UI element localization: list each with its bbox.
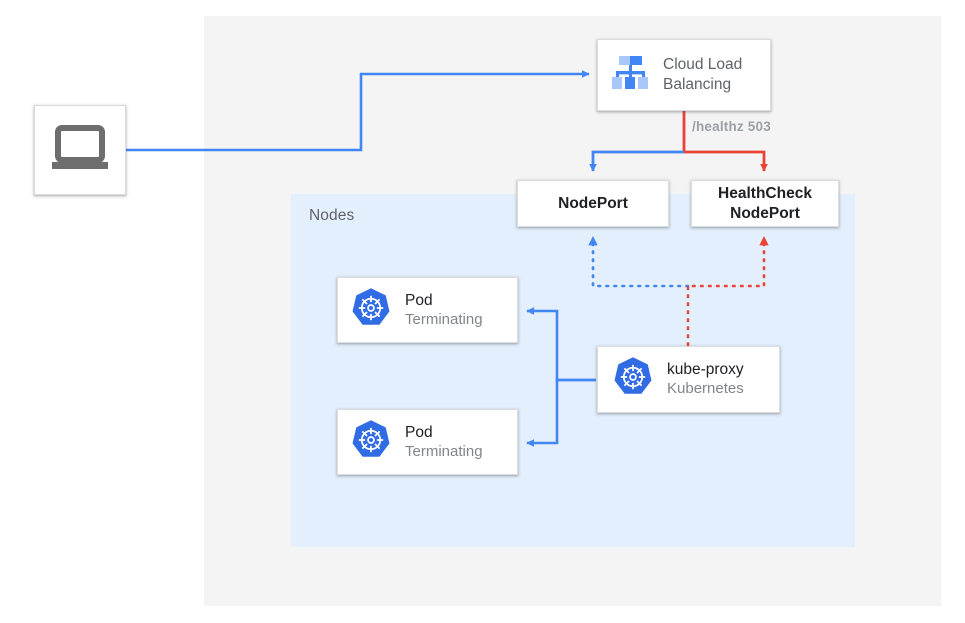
client-card[interactable]	[34, 105, 126, 195]
pod-card-2[interactable]: Pod Terminating	[337, 409, 518, 475]
pod-title-2: Pod	[405, 423, 433, 441]
kubernetes-icon	[350, 287, 392, 334]
pod-status-2: Terminating	[405, 442, 483, 460]
kube-proxy-label-group: kube-proxy Kubernetes	[667, 360, 744, 399]
kubernetes-icon	[612, 356, 654, 403]
kube-proxy-card[interactable]: kube-proxy Kubernetes	[597, 346, 780, 413]
nodeport-label: NodePort	[558, 194, 628, 212]
kube-proxy-title: kube-proxy	[667, 361, 744, 379]
kubernetes-icon	[350, 419, 392, 466]
pod-status-1: Terminating	[405, 310, 483, 328]
cloud-load-balancing-label: Cloud Load Balancing	[663, 55, 743, 93]
cloud-load-balancing-icon	[609, 54, 651, 97]
nodeport-card[interactable]: NodePort	[517, 180, 669, 227]
pod-card-1[interactable]: Pod Terminating	[337, 277, 518, 343]
cloud-load-balancing-card[interactable]: Cloud Load Balancing	[597, 39, 771, 111]
laptop-icon	[51, 124, 109, 176]
nodes-region-label: Nodes	[309, 207, 355, 224]
healthz-label: /healthz 503	[692, 119, 771, 134]
kube-proxy-subtitle: Kubernetes	[667, 380, 744, 398]
pod-label-group-2: Pod Terminating	[405, 423, 483, 462]
healthcheck-nodeport-label: HealthCheck NodePort	[718, 184, 812, 222]
pod-title-1: Pod	[405, 291, 433, 309]
healthcheck-nodeport-card[interactable]: HealthCheck NodePort	[691, 180, 839, 227]
pod-label-group-1: Pod Terminating	[405, 291, 483, 330]
